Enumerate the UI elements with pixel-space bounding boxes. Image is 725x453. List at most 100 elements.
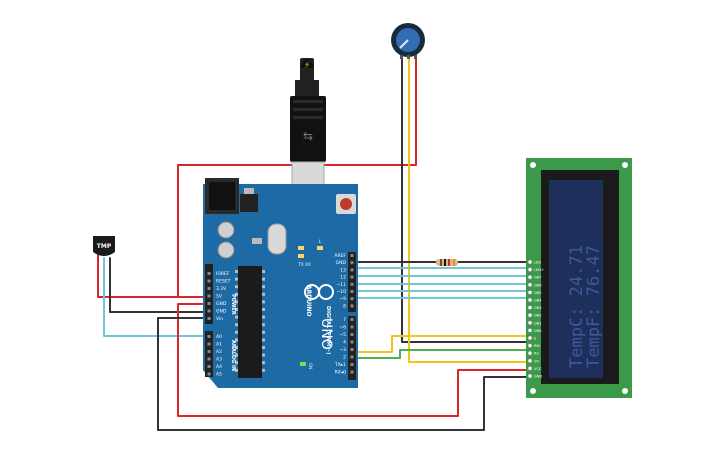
pin-label: GND xyxy=(216,301,227,307)
chip-pins xyxy=(235,270,265,372)
pin-label: ~11 xyxy=(337,282,347,288)
lcd-pin[interactable] xyxy=(527,350,533,356)
header-pin[interactable] xyxy=(350,282,354,286)
chip-leg xyxy=(235,368,238,372)
header-pin[interactable] xyxy=(350,340,354,344)
chip-leg xyxy=(262,338,265,342)
lcd-pin-label: DB6 xyxy=(534,283,542,287)
pin-label: ~3 xyxy=(339,347,346,353)
wire-cyan-sensor-a0 xyxy=(103,257,211,337)
lcd-pin[interactable] xyxy=(527,373,533,379)
rx-label: RX xyxy=(305,262,311,267)
lcd-pin[interactable] xyxy=(527,305,533,310)
pin-label: TX▸1 xyxy=(334,362,346,368)
header-pin[interactable] xyxy=(350,370,354,374)
header-pin[interactable] xyxy=(350,355,354,359)
header-pin[interactable] xyxy=(350,348,354,351)
on-led xyxy=(300,362,306,366)
power-header xyxy=(205,264,213,324)
potentiometer[interactable] xyxy=(391,23,425,59)
lcd-pin-label: DB5 xyxy=(534,291,542,295)
pin-label: IOREF xyxy=(216,271,230,277)
reset-button[interactable] xyxy=(340,198,352,210)
header-pin[interactable] xyxy=(207,350,211,353)
lcd-pin[interactable] xyxy=(527,312,533,318)
potentiometer-leg xyxy=(407,55,410,59)
chip-leg xyxy=(235,338,238,342)
wire-black-sensor-gnd xyxy=(109,257,211,313)
lcd-pin[interactable] xyxy=(527,343,533,348)
lcd-pin-label: RS xyxy=(534,352,539,356)
lcd-pin[interactable] xyxy=(527,297,533,303)
lcd-pin-label: VO xyxy=(534,359,539,363)
header-pin[interactable] xyxy=(350,304,354,308)
lcd-pin[interactable] xyxy=(527,320,533,326)
lcd-pin-label: LED xyxy=(534,261,541,265)
pin-label: 8 xyxy=(343,303,346,309)
digital-header-top xyxy=(348,252,356,312)
header-pin[interactable] xyxy=(350,318,354,321)
header-pin[interactable] xyxy=(207,294,211,298)
temperature-sensor[interactable]: TMP xyxy=(93,236,115,256)
lcd-pin[interactable] xyxy=(527,274,533,280)
arduino-board[interactable]: TX RX L ARDUINO UNO ON IOREFRESET3.3V5VG… xyxy=(203,178,358,388)
pin-label: AREF xyxy=(334,253,346,259)
lcd-pin-label: VCC xyxy=(534,367,542,371)
chip-leg xyxy=(235,323,238,327)
lcd-pin[interactable] xyxy=(527,366,533,371)
header-pin[interactable] xyxy=(350,268,354,272)
header-pin[interactable] xyxy=(350,261,354,265)
lcd-pin[interactable] xyxy=(527,290,533,295)
lcd-pin[interactable] xyxy=(527,335,533,341)
lcd-pin[interactable] xyxy=(527,267,533,272)
lcd-module[interactable]: TempC: 24.71 TempF: 76.47 LEDLED+DB7DB6D… xyxy=(526,158,632,398)
wire-yellow-d3 xyxy=(351,335,529,353)
sensor-body xyxy=(93,236,115,256)
on-label: ON xyxy=(308,363,313,369)
header-pin[interactable] xyxy=(207,309,211,313)
header-pin[interactable] xyxy=(207,372,211,376)
lcd-pin[interactable] xyxy=(527,358,533,364)
header-pin[interactable] xyxy=(350,290,354,293)
header-pin[interactable] xyxy=(350,363,354,366)
header-pin[interactable] xyxy=(350,297,354,301)
wire-red-sensor-vcc xyxy=(97,254,211,298)
wire-green-d2 xyxy=(351,349,529,359)
header-pin[interactable] xyxy=(350,333,354,336)
header-pin[interactable] xyxy=(207,279,211,283)
pin-label: 4 xyxy=(343,340,346,346)
pin-label: 12 xyxy=(340,275,346,281)
header-pin[interactable] xyxy=(207,302,211,305)
sensor-label: TMP xyxy=(97,243,112,250)
header-pin[interactable] xyxy=(207,365,211,368)
led-rx-indicator xyxy=(298,254,304,258)
lcd-pin-label: DB3 xyxy=(534,306,542,310)
header-pin[interactable] xyxy=(207,287,211,290)
capacitor xyxy=(217,221,235,239)
header-pin[interactable] xyxy=(207,342,211,346)
mounting-hole xyxy=(622,388,628,394)
header-pin[interactable] xyxy=(350,325,354,329)
usb-cable-end xyxy=(300,59,314,68)
wire-red-lcd-vcc xyxy=(177,303,529,417)
header-pin[interactable] xyxy=(207,357,211,361)
chip-leg xyxy=(262,361,265,365)
lcd-screen xyxy=(549,180,603,378)
usb-strain-relief xyxy=(295,80,319,98)
resistor[interactable] xyxy=(436,259,458,266)
pin-label: A5 xyxy=(216,372,222,378)
wire-black-pot-gnd xyxy=(401,54,529,343)
power-jack-inner xyxy=(209,182,235,210)
chip-leg xyxy=(262,285,265,289)
lcd-pin[interactable] xyxy=(527,328,533,333)
chip-leg xyxy=(262,308,265,311)
header-pin[interactable] xyxy=(350,254,354,257)
header-pin[interactable] xyxy=(207,335,211,338)
lcd-pin[interactable] xyxy=(527,282,533,288)
pin-label: ~5 xyxy=(339,332,346,338)
wire-yellow-pot-vo xyxy=(408,54,529,363)
lcd-pin[interactable] xyxy=(527,259,533,265)
header-pin[interactable] xyxy=(350,275,354,279)
header-pin[interactable] xyxy=(207,272,211,275)
header-pin[interactable] xyxy=(207,317,211,320)
